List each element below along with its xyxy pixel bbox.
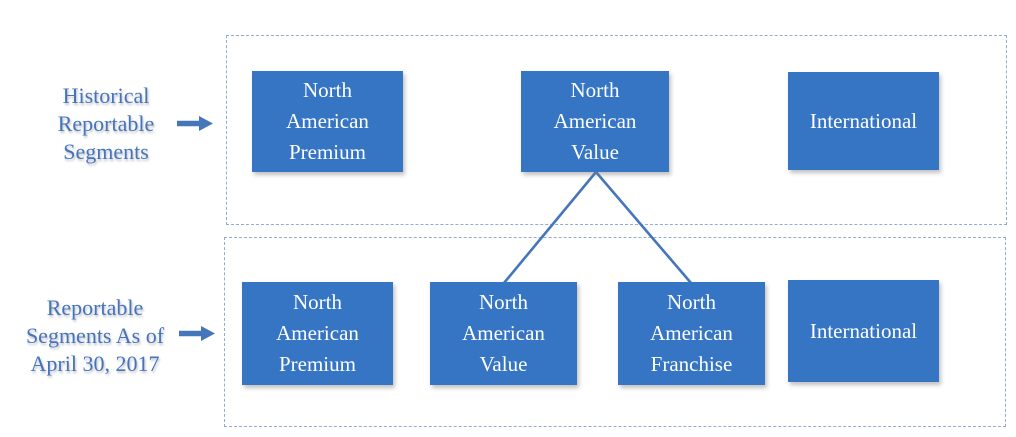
segment-box-current-na-value: North American Value bbox=[430, 282, 577, 385]
segment-box-historical-na-value: North American Value bbox=[521, 71, 669, 172]
segment-box-current-na-franchise: North American Franchise bbox=[618, 282, 765, 385]
historical-segments-label: Historical Reportable Segments bbox=[57, 83, 155, 164]
segment-box-historical-international: International bbox=[788, 72, 939, 170]
segment-box-current-na-premium: North American Premium bbox=[242, 282, 393, 385]
segment-box-current-international: International bbox=[788, 280, 939, 382]
right-arrow-icon bbox=[177, 115, 213, 132]
current-segments-label: Reportable Segments As of April 30, 2017 bbox=[25, 295, 165, 376]
segment-box-historical-na-premium: North American Premium bbox=[252, 71, 403, 172]
right-arrow-icon bbox=[179, 325, 215, 342]
